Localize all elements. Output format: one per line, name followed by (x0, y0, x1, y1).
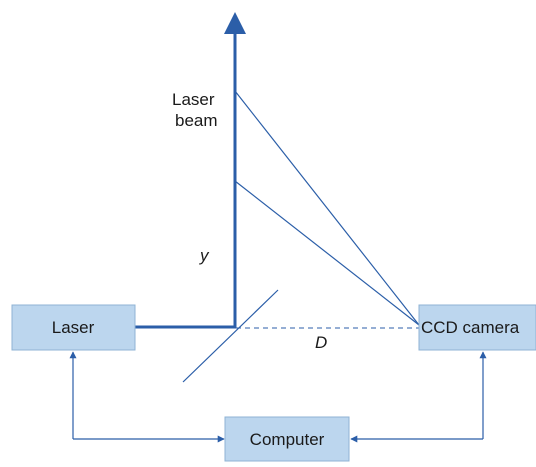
sight-line-lower (234, 180, 420, 326)
beam-up-arrow-icon (224, 12, 246, 34)
beam-label-line2: beam (175, 111, 218, 130)
laser-box (11, 304, 136, 351)
ccd-camera-box-label: CCD camera (421, 318, 520, 337)
y-distance-label: y (199, 246, 210, 265)
laser-box-label: Laser (52, 318, 95, 337)
mirror-line (182, 289, 279, 383)
d-distance-label: D (315, 333, 327, 352)
sight-line-upper (234, 90, 420, 326)
computer-box (224, 416, 350, 462)
ccd-camera-box (418, 304, 536, 351)
beam-label-line1: Laser (172, 90, 215, 109)
computer-box-label: Computer (250, 430, 325, 449)
